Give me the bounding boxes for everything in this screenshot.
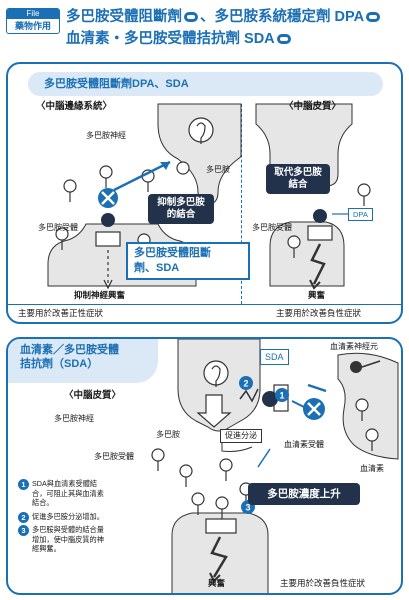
panel1-left-title: 〈中腦邊緣系統〉 — [36, 101, 113, 112]
steps-legend: 1 SDA與血清素受體結合，可阻止其與血清素結合。 2 促進多巴胺分泌增加。 3… — [18, 479, 110, 558]
title-line2: 血清素・多巴胺受體拮抗劑 SDA — [66, 31, 275, 47]
promote-release-box: 促進分泌 — [220, 429, 262, 443]
label-dopamine-receptor-left: 多巴胺受體 — [38, 223, 78, 232]
legend-num: 3 — [18, 525, 29, 536]
label-dopamine-receptor-right: 多巴胺受體 — [252, 223, 292, 232]
sda-drug-icon — [262, 391, 278, 407]
svg-text:2: 2 — [243, 379, 248, 389]
replace-binding-tag: 取代多巴胺 結合 — [266, 164, 330, 194]
label-dopamine: 多巴胺 — [206, 165, 230, 174]
panel2-region-title: 〈中腦皮質〉 — [64, 390, 122, 401]
panel-dpa-sda: 多巴胺受體阻斷劑DPA、SDA — [6, 62, 403, 324]
release-icon — [239, 388, 259, 403]
inhibit-binding-tag: 抑制多巴胺 的結合 — [148, 194, 214, 224]
blocker-label-box: 多巴胺受體阻斷 劑、SDA — [126, 242, 250, 280]
title-sep1: 、多巴胺系統穩定劑 DPA — [200, 9, 365, 25]
foot-right: 主要用於改善負性症狀 — [280, 578, 366, 588]
label-dopamine-neuron: 多巴胺神經 — [86, 131, 126, 140]
legend-text: SDA與血清素受體結合，可阻止其與血清素結合。 — [32, 479, 104, 507]
panel2-footer: 主要用於改善負性症狀 — [8, 575, 401, 593]
receptor-right — [307, 225, 333, 241]
svg-text:1: 1 — [279, 391, 284, 401]
dopamine-molecules-right — [287, 183, 371, 258]
label-inhibit-excite: 抑制神經興奮 — [74, 290, 126, 300]
panel1-right-title: 〈中腦皮質〉 — [284, 101, 342, 112]
title-line1: 多巴胺受體阻斷劑 — [66, 9, 182, 25]
page-title: 多巴胺受體阻斷劑 、多巴胺系統穩定劑 DPA 血清素・多巴胺受體拮抗劑 SDA — [66, 6, 406, 50]
pill-icon — [184, 12, 198, 23]
foot-right: 主要用於改善負性症狀 — [276, 308, 362, 318]
panel1-heading: 多巴胺受體阻斷劑DPA、SDA — [28, 72, 383, 96]
panel-sda: 血清素／多巴胺受體 拮抗劑（SDA） 2 1 — [6, 337, 403, 595]
category-label: 藥物作用 — [14, 21, 51, 31]
label-excite: 興奮 — [208, 578, 226, 588]
file-label: File — [7, 9, 59, 19]
svg-text:3: 3 — [245, 503, 250, 513]
legend-item: 1 SDA與血清素受體結合，可阻止其與血清素結合。 — [18, 479, 110, 508]
legend-item: 2 促進多巴胺分泌增加。 — [18, 511, 110, 523]
excite-bolt-icon — [210, 536, 228, 578]
panel1-footer: 主要用於改善正性症狀 主要用於改善負性症狀 — [8, 304, 401, 322]
label-serotonin-receptor: 血清素受體 — [284, 440, 324, 449]
legend-item: 3 多巴胺與受體的結合量增加，使中腦皮質的神經興奮。 — [18, 525, 110, 554]
label-excite-right: 興奮 — [308, 290, 326, 300]
blocker-drug-icon — [101, 213, 115, 227]
foot-left: 主要用於改善正性症狀 — [18, 308, 104, 318]
panel1-divider — [241, 104, 242, 304]
panel2-diagram: 2 1 3 — [151, 339, 399, 593]
dopamine-rise-tag: 多巴胺濃度上升 — [248, 483, 360, 505]
legend-num: 1 — [18, 479, 29, 490]
dopamine-molecules-left — [55, 165, 155, 256]
sda-tag: SDA — [260, 349, 289, 365]
label-serotonin: 血清素 — [360, 464, 384, 473]
pill-icon — [276, 34, 291, 45]
dopamine-receptor-shape — [205, 518, 237, 534]
legend-text: 多巴胺與受體的結合量增加，使中腦皮質的神經興奮。 — [32, 525, 104, 553]
panel2-heading: 血清素／多巴胺受體 拮抗劑（SDA） — [8, 339, 158, 383]
file-tag: File 藥物作用 — [6, 8, 60, 34]
label-serotonin-neuron: 血清素神經元 — [330, 342, 378, 351]
dopamine-molecules — [151, 448, 253, 519]
excite-bolt-icon — [310, 243, 326, 285]
down-arrow-icon — [196, 394, 232, 428]
label-dopamine: 多巴胺 — [156, 430, 180, 439]
serotonin-molecule-icon — [350, 361, 362, 373]
legend-num: 2 — [18, 511, 29, 523]
label-dopamine-receptor: 多巴胺受體 — [94, 452, 134, 461]
header: File 藥物作用 多巴胺受體阻斷劑 、多巴胺系統穩定劑 DPA 血清素・多巴胺受… — [0, 0, 409, 64]
legend-text: 促進多巴胺分泌增加。 — [32, 511, 104, 521]
pill-icon — [366, 12, 381, 23]
receptor-left — [95, 231, 121, 247]
serotonin-molecules — [355, 398, 379, 451]
label-dopamine-neuron: 多巴胺神經 — [54, 414, 94, 423]
dpa-drug-icon — [313, 209, 327, 223]
dpa-tag: DPA — [348, 208, 373, 221]
